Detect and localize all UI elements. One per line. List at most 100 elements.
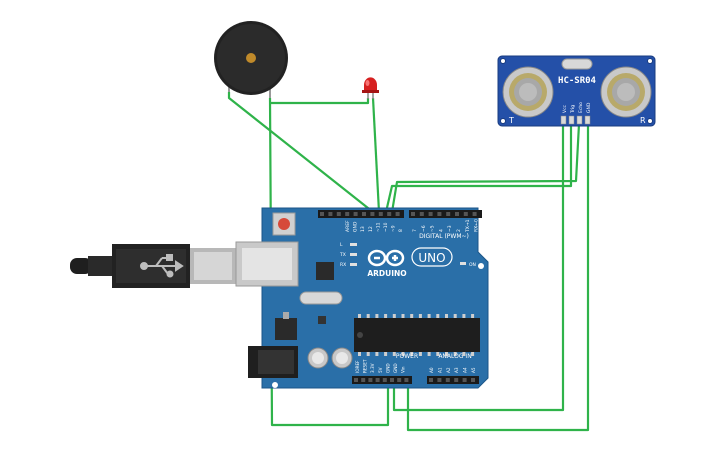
header-hole[interactable] bbox=[429, 378, 433, 382]
top-pin-label: ~9 bbox=[391, 225, 397, 232]
header-hole[interactable] bbox=[320, 212, 324, 216]
sensor-pin-labels: Vcc Trig Echo GND bbox=[562, 102, 592, 114]
sensor-crystal bbox=[561, 58, 593, 70]
power-label: POWER bbox=[396, 353, 418, 360]
top-pin-label: RX←0 bbox=[474, 219, 480, 232]
header-hole[interactable] bbox=[437, 378, 442, 382]
power-pin-label: 3.3V bbox=[370, 363, 375, 373]
analog-in-label: ANALOG IN bbox=[438, 353, 471, 360]
header-hole[interactable] bbox=[471, 378, 475, 382]
top-pin-label: ~3 bbox=[447, 225, 453, 232]
header-hole[interactable] bbox=[455, 212, 459, 216]
analog-pin-label: A0 bbox=[429, 367, 434, 373]
wire-gnd-to-gnd bbox=[406, 124, 590, 432]
header-hole[interactable] bbox=[395, 212, 400, 216]
sensor-r-mark: R bbox=[640, 116, 646, 125]
sensor-pin-trig: Trig bbox=[570, 105, 576, 114]
analog-pin-label: A1 bbox=[437, 367, 442, 373]
top-pin-label: ~5 bbox=[430, 225, 436, 232]
header-hole[interactable] bbox=[336, 212, 341, 216]
onboard-led-label: L bbox=[340, 242, 343, 248]
buzzer-hole bbox=[246, 53, 256, 63]
onboard-led bbox=[350, 253, 357, 256]
wire-vcc-to-5v bbox=[392, 124, 565, 412]
header-hole[interactable] bbox=[362, 212, 366, 216]
power-pin-label: GND bbox=[393, 363, 398, 373]
sensor-t-mark: T bbox=[508, 116, 514, 125]
power-pin-label: RESET bbox=[363, 359, 368, 373]
transmitter-transducer bbox=[502, 66, 554, 118]
header-hole[interactable] bbox=[378, 212, 383, 216]
power-pin-label: 5V bbox=[378, 367, 383, 373]
reset-button[interactable] bbox=[272, 212, 296, 236]
header-hole[interactable] bbox=[437, 212, 442, 216]
ultrasonic-sensor[interactable]: HC-SR04 T R Vcc Trig Echo GND bbox=[497, 55, 656, 127]
sensor-model-label: HC-SR04 bbox=[558, 76, 597, 86]
top-pin-label: ~6 bbox=[421, 225, 427, 232]
header-hole[interactable] bbox=[445, 378, 450, 382]
power-header bbox=[352, 376, 412, 384]
power-pin-label: Vin bbox=[401, 366, 406, 373]
header-hole[interactable] bbox=[354, 378, 358, 382]
piezo-buzzer[interactable] bbox=[214, 21, 288, 98]
header-hole[interactable] bbox=[419, 212, 424, 216]
power-pin-label: IOREF bbox=[355, 360, 360, 373]
usb-cable bbox=[70, 244, 236, 288]
brand-label: ARDUINO bbox=[367, 269, 406, 278]
onboard-led bbox=[350, 263, 357, 266]
header-hole[interactable] bbox=[428, 212, 433, 216]
capacitors bbox=[307, 347, 353, 369]
digital-header-left bbox=[318, 210, 404, 218]
analog-pin-label: A5 bbox=[471, 367, 476, 373]
digital-header-right bbox=[409, 210, 482, 218]
header-hole[interactable] bbox=[411, 212, 415, 216]
analog-pin-label: A4 bbox=[463, 367, 468, 373]
sensor-pin-gnd: GND bbox=[586, 102, 592, 113]
top-pin-label: ~11 bbox=[375, 222, 381, 232]
analog-pin-label: A2 bbox=[446, 367, 451, 373]
top-pin-label: 7 bbox=[412, 229, 418, 232]
analog-header bbox=[427, 376, 479, 384]
crystal-oscillator bbox=[299, 291, 343, 305]
header-hole[interactable] bbox=[446, 212, 451, 216]
header-hole[interactable] bbox=[387, 212, 392, 216]
header-hole[interactable] bbox=[370, 212, 375, 216]
microcontroller-chip bbox=[354, 314, 480, 356]
header-hole[interactable] bbox=[361, 378, 366, 382]
header-hole[interactable] bbox=[462, 378, 467, 382]
header-hole[interactable] bbox=[472, 212, 477, 216]
top-pin-label: 2 bbox=[456, 229, 462, 232]
header-hole[interactable] bbox=[404, 378, 409, 382]
header-hole[interactable] bbox=[463, 212, 468, 216]
top-pin-label: TX→1 bbox=[465, 219, 471, 233]
wire-trig-to-pin10 bbox=[384, 124, 573, 213]
top-pin-label: ~10 bbox=[383, 222, 389, 232]
header-hole[interactable] bbox=[397, 378, 402, 382]
power-jack bbox=[248, 346, 298, 378]
onboard-led bbox=[350, 243, 357, 246]
usb-chip bbox=[316, 262, 334, 280]
arduino-logo-icon bbox=[367, 249, 405, 267]
onboard-led-label: RX bbox=[340, 262, 346, 268]
top-pin-label: AREF bbox=[345, 220, 351, 232]
header-hole[interactable] bbox=[345, 212, 350, 216]
top-pin-label: 13 bbox=[360, 226, 366, 232]
header-hole[interactable] bbox=[390, 378, 394, 382]
uno-badge: UNO bbox=[411, 247, 453, 267]
on-label: ON bbox=[469, 262, 476, 268]
wire-led-to-buzzer bbox=[270, 98, 370, 105]
sensor-pin-vcc: Vcc bbox=[562, 104, 568, 113]
digital-pwm-label: DIGITAL (PWM~) bbox=[419, 233, 469, 240]
top-pin-label: GND bbox=[353, 221, 359, 232]
header-hole[interactable] bbox=[353, 212, 358, 216]
red-led[interactable] bbox=[362, 77, 379, 99]
header-hole[interactable] bbox=[375, 378, 380, 382]
header-hole[interactable] bbox=[328, 212, 333, 216]
header-hole[interactable] bbox=[368, 378, 373, 382]
header-hole[interactable] bbox=[382, 378, 387, 382]
sensor-pin-echo: Echo bbox=[578, 102, 584, 113]
voltage-regulator bbox=[275, 318, 297, 340]
header-hole[interactable] bbox=[454, 378, 459, 382]
